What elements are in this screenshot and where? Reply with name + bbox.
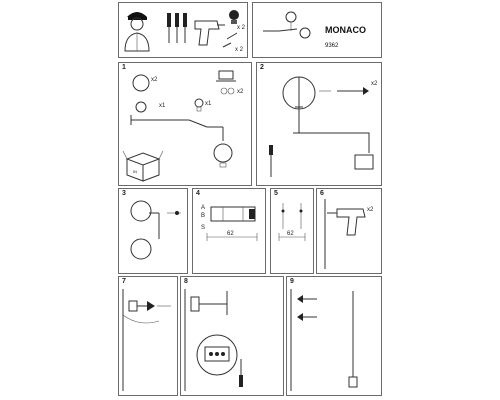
worker-icon xyxy=(124,12,150,52)
step-6-panel: 6 x2 xyxy=(316,188,382,274)
step-9-diagram xyxy=(290,289,358,391)
step-1-diagram: x2 x2 x1 x1 IN xyxy=(122,70,244,182)
step-4-number: 4 xyxy=(196,190,200,197)
step-5-diagram: 62 xyxy=(278,203,306,241)
drill-icon xyxy=(194,20,225,46)
arm-icon xyxy=(130,115,224,141)
wall-bracket-icon xyxy=(293,132,374,170)
box-icon: IN xyxy=(122,150,164,182)
product-panel: MONACO 9362 xyxy=(252,2,382,58)
wall-marking-icon xyxy=(281,203,303,229)
step-6-diagram: x2 xyxy=(324,199,374,269)
step-5-number: 5 xyxy=(274,190,278,197)
tools-illustration: x 2 x 2 xyxy=(124,10,246,53)
base-plate-icon xyxy=(194,98,204,112)
product-illustration: MONACO 9362 xyxy=(263,11,366,49)
svg-text:IN: IN xyxy=(133,169,137,174)
svg-text:A: A xyxy=(201,205,205,211)
wall-plate-icon xyxy=(282,76,316,133)
svg-text:x1: x1 xyxy=(159,103,166,109)
terminal-block-icon xyxy=(196,334,238,376)
step-4-diagram: A B S 62 xyxy=(201,205,258,241)
step-2-number: 2 xyxy=(260,64,264,71)
step-3-panel: 3 xyxy=(118,188,188,274)
drill-icon xyxy=(327,208,366,236)
svg-text:x2: x2 xyxy=(237,89,244,95)
laptop-icon xyxy=(216,70,236,82)
step-7-diagram xyxy=(122,289,171,391)
step-2-panel: 2 x2 xyxy=(256,62,382,186)
svg-text:x2: x2 xyxy=(371,81,378,87)
globe-shade-icon xyxy=(213,143,233,168)
step-7-panel: 7 xyxy=(118,276,178,396)
anchor-icon xyxy=(128,300,171,312)
lamp-body-icon xyxy=(348,291,358,388)
mount-bracket-icon xyxy=(190,291,228,315)
step-3-number: 3 xyxy=(122,190,126,197)
step-3-diagram xyxy=(130,200,181,260)
product-code: 9362 xyxy=(325,43,339,49)
shade-icon xyxy=(130,200,152,260)
lamp-thumbnail-icon xyxy=(263,11,311,39)
step-4-dimension: 62 xyxy=(227,231,234,237)
svg-text:x1: x1 xyxy=(205,101,212,107)
svg-text:x2: x2 xyxy=(367,207,374,213)
step-8-panel: 8 xyxy=(180,276,284,396)
step-8-number: 8 xyxy=(184,278,188,285)
screwdriver-icon xyxy=(239,359,243,387)
screwdriver-qty: x 2 xyxy=(237,25,246,31)
small-screwdriver-icon xyxy=(222,32,238,48)
step-1-number: 1 xyxy=(122,64,126,71)
step-2-diagram: x2 xyxy=(269,76,378,177)
mounting-plate-icon xyxy=(210,206,256,222)
svg-text:x2: x2 xyxy=(151,77,158,83)
step-9-number: 9 xyxy=(290,278,294,285)
arrow-icon xyxy=(297,295,317,321)
svg-text:B: B xyxy=(201,213,205,219)
step-4-panel: 4 A B S 62 xyxy=(192,188,266,274)
step-5-panel: 5 62 xyxy=(270,188,314,274)
step-9-panel: 9 xyxy=(286,276,382,396)
cable-icon xyxy=(122,314,160,324)
bulb-icon xyxy=(135,101,147,113)
arm-icon xyxy=(149,211,181,239)
step-8-diagram xyxy=(184,289,243,391)
screw-bag-icon xyxy=(220,87,235,95)
svg-text:S: S xyxy=(201,225,205,231)
screwdriver-icon xyxy=(269,145,273,177)
step-1-panel: 1 x2 x2 x1 x1 IN xyxy=(118,62,252,186)
dimension-line xyxy=(278,233,306,241)
screw-icon xyxy=(319,87,369,95)
screwdriver-icon xyxy=(167,13,187,43)
shade-icon xyxy=(132,74,150,92)
tools-panel: x 2 x 2 xyxy=(118,2,248,58)
step-5-dimension: 62 xyxy=(287,231,294,237)
product-name: MONACO xyxy=(325,25,366,35)
drill-qty: x 2 xyxy=(235,47,244,53)
step-7-number: 7 xyxy=(122,278,126,285)
dimension-line xyxy=(206,233,258,241)
step-6-number: 6 xyxy=(320,190,324,197)
bulb-icon xyxy=(229,10,239,24)
